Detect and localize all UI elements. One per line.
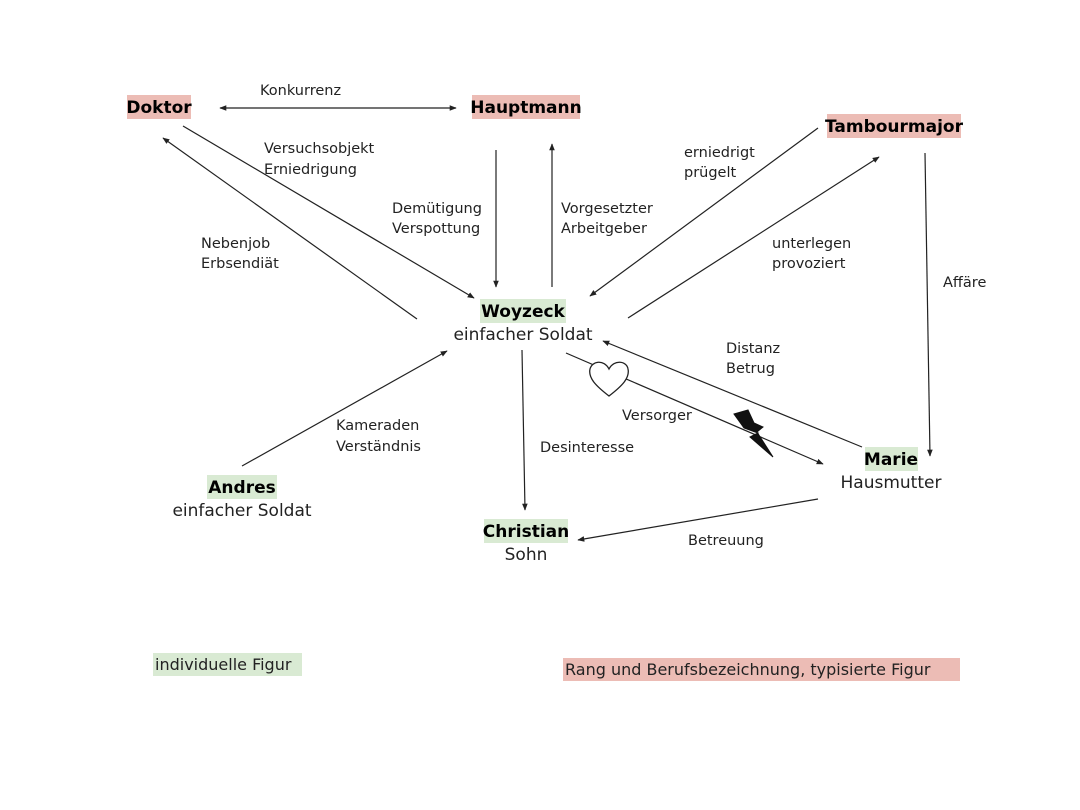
arrow-doktor-to-woyzeck [182,125,475,299]
arrow-tambourmajor-to-marie [924,152,933,457]
relation-labels: Konkurrenz Versuchsobjekt Erniedrigung N… [201,83,986,549]
legend-individual-swatch [153,653,302,676]
figure-christian-role: Sohn [505,545,548,565]
arrow-woyzeck-to-doktor [162,137,418,320]
marie-highlight [865,447,918,471]
figure-woyzeck-role: einfacher Soldat [453,325,592,345]
arrow-tambourmajor-to-woyzeck [589,127,819,297]
andres-highlight [207,475,277,499]
figure-names: Doktor Hauptmann Tambourmajor Woyzeck ei… [126,98,963,565]
figure-doktor-name: Doktor [126,98,192,118]
legend: individuelle Figur Rang und Berufsbezeic… [155,655,931,679]
figure-christian-name: Christian [483,522,569,542]
label-versuchsobjekt-2: Erniedrigung [264,162,357,178]
label-vorgesetzter-1: Vorgesetzter [561,201,653,217]
figure-andres-name: Andres [208,478,275,498]
arrow-marie-to-christian [577,498,819,542]
label-nebenjob-2: Erbsendiät [201,256,279,272]
label-konkurrenz: Konkurrenz [260,83,341,99]
doktor-highlight [127,95,191,119]
label-distanz-1: Distanz [726,341,780,357]
christian-highlight [484,519,568,543]
arrow-marie-to-woyzeck [602,340,863,448]
label-demuetigung-2: Verspottung [392,221,480,237]
label-unterlegen-2: provoziert [772,256,846,272]
figure-andres-role: einfacher Soldat [172,501,311,521]
label-desinteresse: Desinteresse [540,440,634,456]
legend-typified-swatch [563,658,960,681]
figure-woyzeck-name: Woyzeck [481,302,565,322]
figure-tambourmajor-name: Tambourmajor [825,117,964,137]
label-erniedrigt-2: prügelt [684,165,737,181]
label-kameraden-2: Verständnis [336,439,421,455]
label-versorger: Versorger [622,408,692,424]
arrow-andres-to-woyzeck [241,350,448,467]
legend-individual-label: individuelle Figur [155,655,292,674]
figure-marie-name: Marie [864,450,918,470]
label-versuchsobjekt-1: Versuchsobjekt [264,141,375,157]
label-demuetigung-1: Demütigung [392,201,482,217]
label-betreuung: Betreuung [688,533,764,549]
woyzeck-highlight [480,299,566,323]
label-kameraden-1: Kameraden [336,418,419,434]
figure-highlights [127,95,961,681]
legend-typified-label: Rang und Berufsbezeichnung, typisierte F… [565,660,931,679]
arrow-woyzeck-to-christian [521,349,528,511]
lightning-icon [733,409,774,458]
label-vorgesetzter-2: Arbeitgeber [561,221,647,237]
label-erniedrigt-1: erniedrigt [684,145,755,161]
heart-icon [589,361,629,397]
label-affaere: Affäre [943,275,986,291]
label-nebenjob-1: Nebenjob [201,236,270,252]
arrow-woyzeck-to-tambourmajor [627,156,880,319]
label-distanz-2: Betrug [726,361,775,377]
hauptmann-highlight [472,95,580,119]
figure-hauptmann-name: Hauptmann [470,98,582,118]
figure-marie-role: Hausmutter [841,473,942,493]
label-unterlegen-1: unterlegen [772,236,851,252]
tambourmajor-highlight [827,114,961,138]
